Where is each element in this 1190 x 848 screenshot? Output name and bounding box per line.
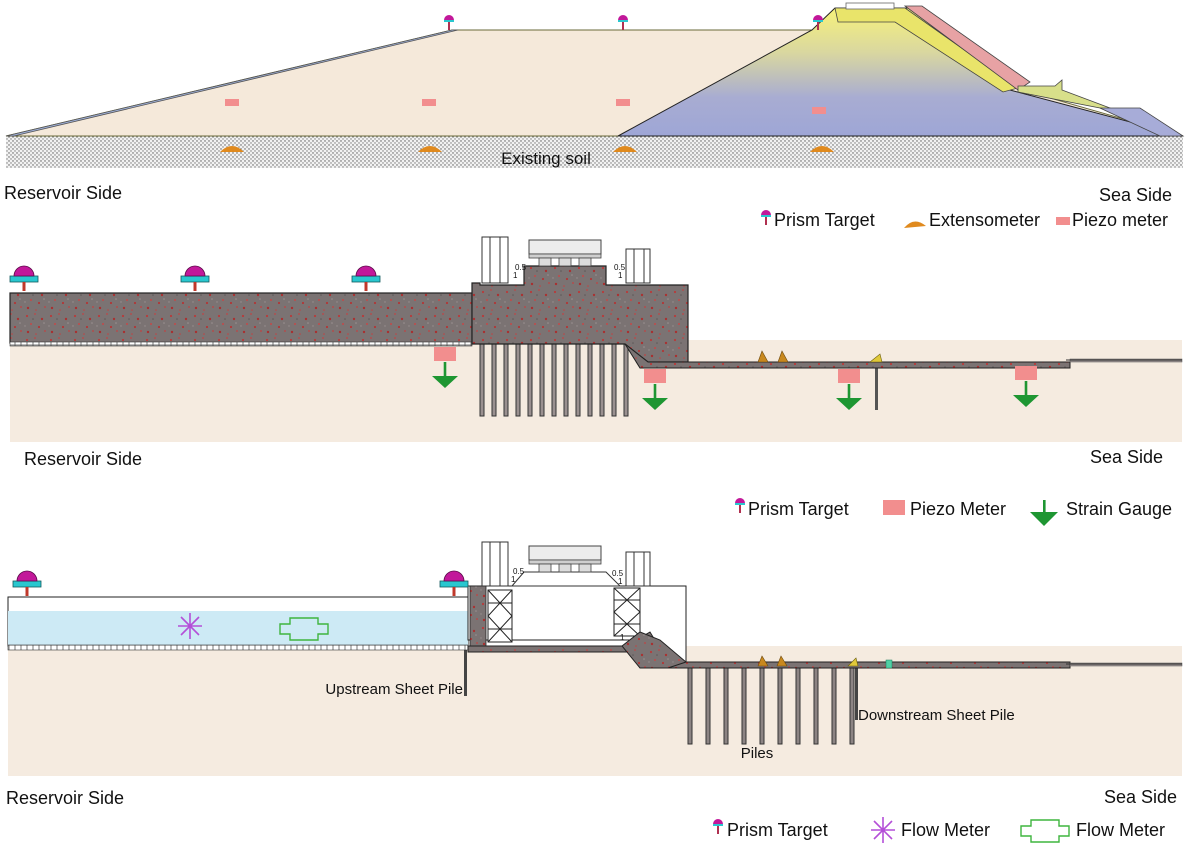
downstream-slope-protection [903,5,1031,91]
piezometer-icon [883,500,905,515]
legend-middle: Prism Target Piezo Meter Strain Gauge [735,498,1172,526]
crest-road [845,2,895,10]
slope-label: 1 [511,575,516,584]
panel-top: Existing soil Reservoir Side Sea Side Pr… [4,2,1185,230]
reservoir-side-label: Reservoir Side [24,449,142,469]
extensometer-icon [776,655,788,667]
legend-label: Extensometer [929,210,1040,230]
prism-target-icon [618,15,628,30]
legend-label: Flow Meter [1076,820,1165,840]
slope-label: 1 [620,633,625,642]
left-hoist-tower [481,236,509,284]
piles-label: Piles [741,745,774,762]
downstream-apron [624,343,1071,369]
marker-icon [885,659,893,669]
slope-label: 1 [513,271,518,280]
reservoir-side-label: Reservoir Side [4,183,122,203]
pile-group [479,343,629,417]
panel-bottom: 0.5 1 0.5 1 1 Upstream Sheet Pile Downst… [6,541,1183,844]
prism-target-icon [713,819,723,834]
prism-target-icon [351,265,381,292]
piezometer-icon [434,347,456,361]
bridge-deck [528,239,602,267]
legend-label: Prism Target [774,210,875,230]
downstream-sheet-pile [855,668,858,720]
legend-top: Prism Target Extensometer Piezo meter [761,210,1168,230]
slope-label: 0.5 [612,569,624,578]
flow-meter-outline-icon [1020,819,1070,843]
prism-target-icon [761,210,771,225]
filter-layer [7,644,469,651]
slope-label: 1 [618,271,623,280]
upstream-gate-wall [469,585,487,647]
filter-layer [9,341,473,347]
reservoir-side-label: Reservoir Side [6,788,124,808]
left-hoist-tower [481,541,509,587]
legend-label: Prism Target [727,820,828,840]
sea-side-label: Sea Side [1099,185,1172,205]
legend-label: Strain Gauge [1066,499,1172,519]
sheet-pile [875,360,878,410]
existing-soil-layer [6,136,1183,168]
piezometer-icon [1015,366,1037,380]
prism-target-icon [735,498,745,513]
pile-group [687,667,855,745]
upstream-riprap [5,29,459,137]
slope-label: 0.5 [614,263,626,272]
upstream-sheet-pile [464,646,467,696]
glacis [621,631,688,669]
slope-label: 0.5 [515,263,527,272]
slope-label: 0.5 [513,567,525,576]
prism-target-icon [12,570,42,597]
strain-gauge-icon [1030,500,1058,526]
panel-middle: 0.5 1 0.5 1 Reservoir Side Sea Side Pris… [9,236,1183,526]
piezometer-icon [422,99,436,106]
downstream-gate [613,587,641,637]
extensometer-icon [904,221,926,228]
flow-meter-star-icon [177,612,203,640]
crest-filter [834,7,1019,93]
prism-target-icon [444,15,454,30]
piezometer-icon [225,99,239,106]
bridge-pier [510,571,622,587]
extensometer-icon [757,655,769,667]
piezometer-icon [616,99,630,106]
upstream-sheet-pile-label: Upstream Sheet Pile [325,681,463,698]
bridge-deck [528,545,602,573]
upstream-apron [9,292,473,344]
foundation-soil [10,340,1182,442]
reservoir-water [8,611,468,646]
extensometer-icon [777,350,789,363]
piezometer-icon [812,107,826,114]
right-hoist-tower [625,248,651,284]
sea-side-label: Sea Side [1104,787,1177,807]
slope-label: 1 [618,577,623,586]
downstream-sheet-pile-label: Downstream Sheet Pile [858,707,1015,724]
prism-target-icon [439,570,469,597]
upstream-gate [487,589,513,643]
prism-target-icon [180,265,210,292]
flow-meter-star-icon [870,816,896,844]
toe-drain [1099,107,1185,137]
legend-bottom: Prism Target Flow Meter Flow Meter [713,816,1165,844]
right-hoist-tower [625,551,651,587]
legend-label: Prism Target [748,499,849,519]
legend-label: Piezo meter [1072,210,1168,230]
marker-icon [847,657,859,667]
piezometer-icon [644,369,666,383]
sea-side-label: Sea Side [1090,447,1163,467]
existing-soil-label: Existing soil [501,149,591,168]
extensometer-icon [757,350,769,363]
legend-label: Piezo Meter [910,499,1006,519]
legend-label: Flow Meter [901,820,990,840]
marker-icon [869,353,883,363]
piezometer-icon [838,369,860,383]
piezometer-icon [1056,217,1070,225]
prism-target-icon [9,265,39,292]
